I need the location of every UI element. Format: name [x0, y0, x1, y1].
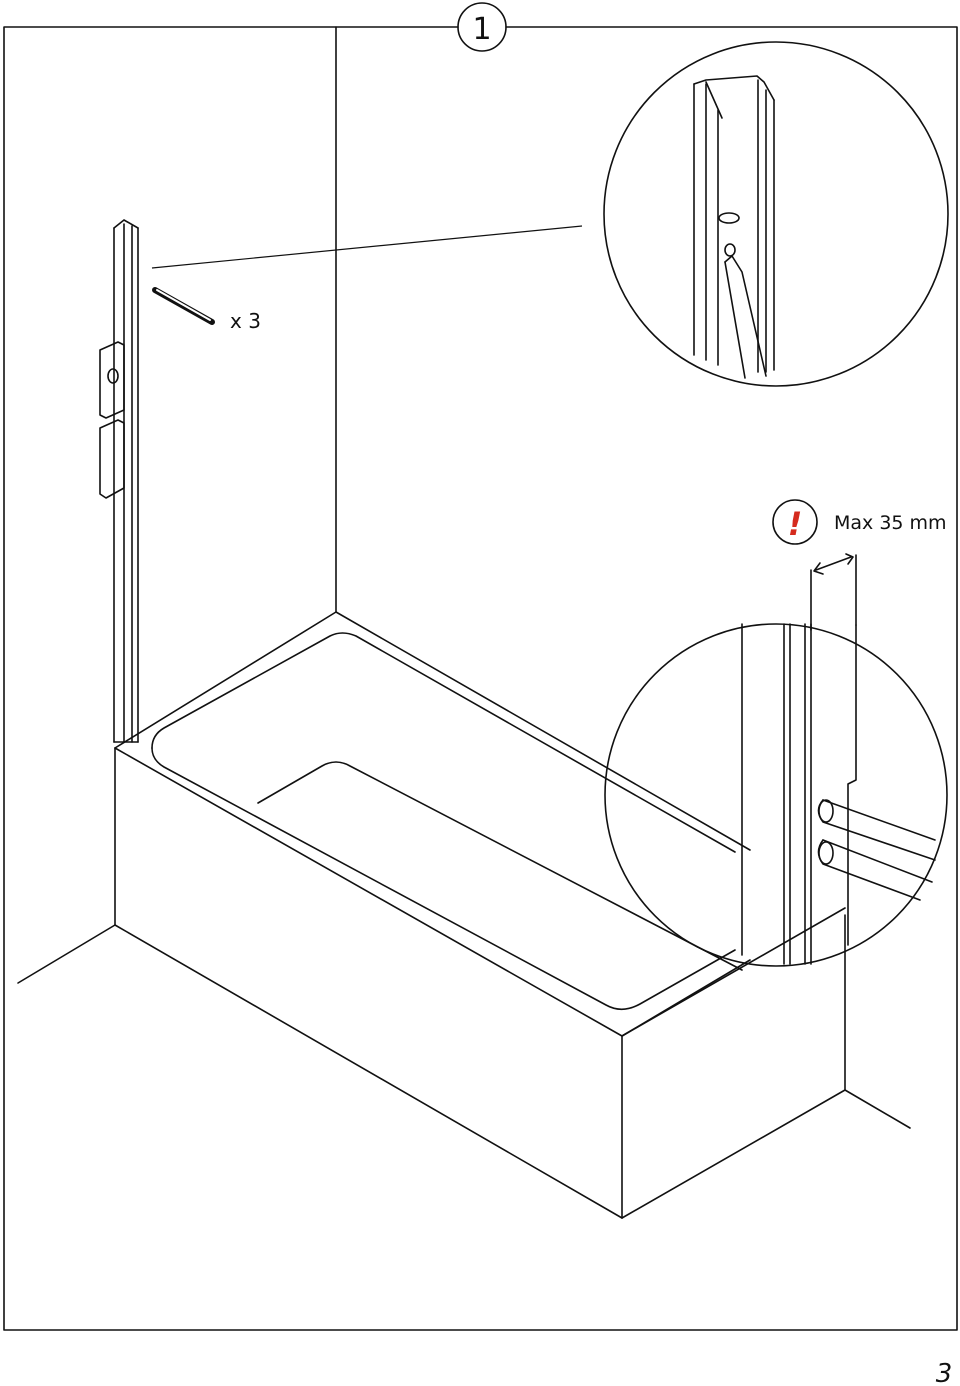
warning-symbol: !: [788, 505, 803, 543]
dimension-arrow: [810, 553, 857, 631]
detail-circle-bottom: [604, 623, 948, 967]
screw-icon: [152, 287, 215, 325]
step-number-circle: [457, 2, 507, 52]
step-number: 1: [472, 12, 491, 47]
detail-leader-line: [151, 225, 583, 269]
warning-icon: !: [772, 499, 818, 545]
warning-text: Max 35 mm: [834, 512, 947, 534]
page-frame: [3, 26, 958, 1331]
room-walls: [17, 26, 911, 1129]
parts-quantity: x 3: [230, 309, 261, 333]
detail-circle-top: [603, 41, 949, 387]
page-number: 3: [936, 1359, 953, 1386]
wall-profile-icon: [99, 219, 139, 743]
bathtub: [114, 611, 846, 1219]
